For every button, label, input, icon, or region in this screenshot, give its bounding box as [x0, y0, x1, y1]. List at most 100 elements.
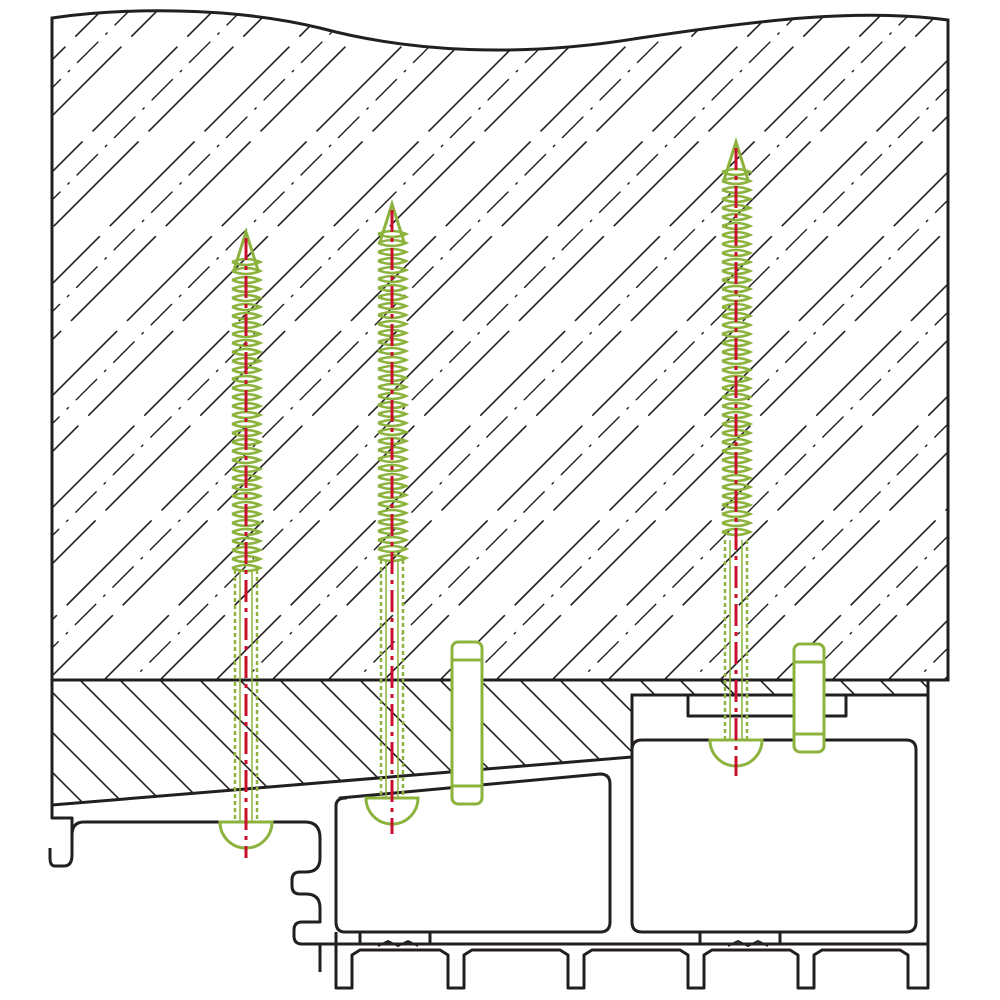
screw-thread	[231, 473, 264, 483]
screw-thread	[721, 167, 754, 177]
screw-thread	[231, 455, 264, 465]
screw-thread	[231, 401, 264, 411]
screw-thread	[231, 527, 264, 537]
screw-thread	[721, 500, 754, 510]
screw-thread	[721, 356, 754, 366]
screw-thread	[377, 247, 410, 257]
screw-thread	[377, 526, 410, 536]
screw-tip	[378, 199, 406, 243]
screw-thread	[377, 256, 410, 266]
screw-thread	[377, 553, 410, 563]
screw-thread	[721, 203, 754, 213]
wall-outline	[50, 9, 950, 682]
screw-thread	[377, 391, 410, 401]
screw-thread	[231, 464, 264, 474]
screw-thread	[377, 274, 410, 284]
screw-thread	[231, 275, 264, 285]
screw-thread	[377, 400, 410, 410]
screw-thread	[377, 454, 410, 464]
screw-thread	[231, 500, 264, 510]
screw-thread	[721, 410, 754, 420]
screw-thread	[377, 535, 410, 545]
spacer-left	[450, 640, 484, 806]
spacer-right	[792, 642, 826, 754]
screw-thread	[377, 346, 410, 356]
screw-middle	[364, 199, 420, 834]
screw-thread	[721, 347, 754, 357]
packing-wedge	[50, 678, 930, 807]
screw-thread	[721, 176, 754, 186]
screw-thread	[721, 320, 754, 330]
screw-thread	[721, 230, 754, 240]
frame-bottom-rail	[318, 932, 930, 972]
screw-thread	[231, 509, 264, 519]
screw-thread	[721, 365, 754, 375]
screw-thread	[231, 518, 264, 528]
screw-shank	[233, 570, 259, 822]
screw-thread	[231, 347, 264, 357]
screw-thread	[721, 464, 754, 474]
screw-thread	[377, 472, 410, 482]
screw-thread	[377, 499, 410, 509]
wall	[50, 9, 950, 682]
screw-thread	[377, 328, 410, 338]
screw-thread	[231, 320, 264, 330]
screw-thread	[231, 311, 264, 321]
packing-hatching	[52, 680, 928, 805]
screw-thread	[377, 382, 410, 392]
screw-thread	[231, 284, 264, 294]
screw-thread	[721, 401, 754, 411]
screw-thread	[377, 508, 410, 518]
screw-thread	[231, 365, 264, 375]
screw-thread	[377, 337, 410, 347]
screw-thread	[231, 545, 264, 555]
screw-thread	[231, 554, 264, 564]
screw-thread	[377, 364, 410, 374]
screw-thread	[231, 383, 264, 393]
screw-tip	[232, 227, 260, 271]
screw-thread	[231, 437, 264, 447]
screw-thread	[721, 419, 754, 429]
frame-feet	[334, 944, 930, 990]
screw-thread	[721, 239, 754, 249]
screw-thread	[377, 319, 410, 329]
screw-thread	[721, 257, 754, 267]
screw-thread	[231, 446, 264, 456]
screw-right	[708, 137, 764, 776]
screw-thread	[721, 509, 754, 519]
screw-thread	[721, 527, 754, 537]
wall-hatching	[52, 10, 948, 680]
screw-thread	[721, 437, 754, 447]
screw-thread	[377, 238, 410, 248]
screw-thread	[377, 229, 410, 239]
frame-notches	[377, 940, 769, 947]
screw-thread	[721, 491, 754, 501]
screw-left	[218, 227, 274, 858]
frame-left-lip	[48, 805, 74, 868]
screw-thread	[377, 517, 410, 527]
screw-thread	[377, 445, 410, 455]
screw-thread	[231, 257, 264, 267]
screw-thread	[721, 311, 754, 321]
screw-thread	[377, 355, 410, 365]
screw-thread	[231, 482, 264, 492]
screw-head	[708, 738, 764, 768]
screw-thread	[231, 338, 264, 348]
screw-thread	[377, 310, 410, 320]
screw-thread	[377, 265, 410, 275]
screw-head	[218, 820, 274, 850]
screw-thread	[721, 284, 754, 294]
window-frame-profile	[48, 693, 930, 990]
screw-thread	[377, 292, 410, 302]
screw-thread	[231, 428, 264, 438]
screw-thread	[231, 329, 264, 339]
screw-thread	[231, 410, 264, 420]
screw-thread	[721, 338, 754, 348]
screw-thread	[377, 409, 410, 419]
screw-thread	[231, 536, 264, 546]
screw-thread	[721, 446, 754, 456]
screw-thread	[231, 392, 264, 402]
screw-thread	[231, 419, 264, 429]
